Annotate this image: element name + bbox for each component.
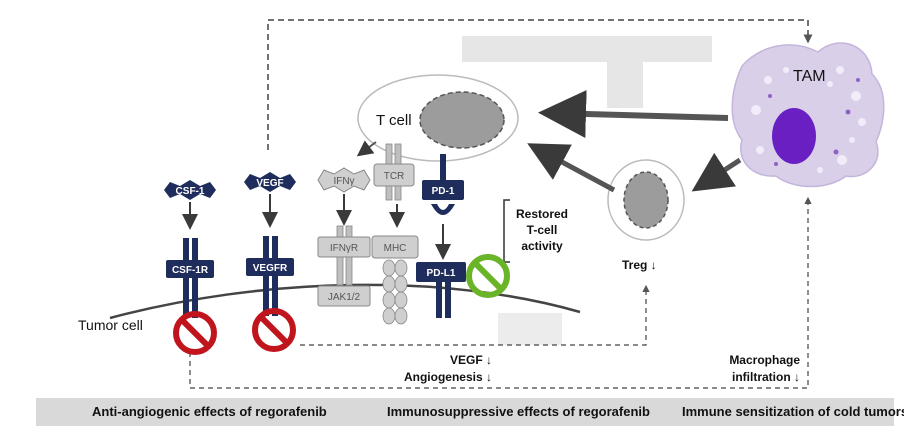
vegfr-receptor-box bbox=[246, 258, 294, 276]
gray-block-bottom bbox=[498, 313, 562, 345]
tam-label: TAM bbox=[793, 68, 826, 85]
csf1r-receptor-box bbox=[166, 260, 214, 278]
tcr-box bbox=[373, 163, 415, 187]
csf1r-stem-top-right bbox=[192, 238, 198, 262]
csf1r-stem-top-left bbox=[183, 238, 189, 262]
tam-granules bbox=[768, 78, 860, 166]
vegfr-label: VEGFR bbox=[253, 263, 288, 274]
macrophage-line-2: infiltration ↓ bbox=[732, 370, 800, 384]
pdl1-stem-left bbox=[436, 282, 442, 318]
restored-bracket bbox=[503, 199, 510, 263]
treg-label: Treg ↓ bbox=[622, 258, 657, 272]
pdl1-label: PD-L1 bbox=[427, 268, 456, 279]
footer-left-caption: Anti-angiogenic effects of regorafenib bbox=[92, 404, 327, 419]
vegf-label: VEGF bbox=[256, 178, 283, 189]
ifngr-stem-top-left bbox=[336, 225, 344, 239]
csf1-label: CSF-1 bbox=[176, 186, 205, 197]
jak-label: JAK1/2 bbox=[328, 292, 361, 303]
no-sign-pdl1-green-icon bbox=[466, 254, 510, 298]
pd1-label: PD-1 bbox=[432, 186, 455, 197]
no-sign-csf1r-icon bbox=[173, 311, 217, 355]
csf1-ligand bbox=[164, 180, 216, 200]
ifngr-receptor-box bbox=[317, 236, 371, 258]
tcr-stem-top-right bbox=[394, 143, 402, 165]
footer-band bbox=[36, 398, 894, 426]
macrophage-label: Macrophage infiltration ↓ bbox=[720, 352, 800, 386]
gray-block-mid bbox=[607, 62, 643, 108]
vegf-ligand bbox=[244, 172, 296, 192]
ifng-ligand bbox=[317, 167, 371, 193]
vegf-down-label: VEGF ↓ Angiogenesis ↓ bbox=[398, 352, 492, 386]
tcr-stem-top-left bbox=[385, 143, 393, 165]
pd1-cup bbox=[431, 204, 455, 215]
ifngr-label: IFNγR bbox=[330, 243, 358, 254]
tam-to-treg-arrow bbox=[691, 152, 742, 192]
no-sign-vegfr-icon bbox=[252, 308, 296, 352]
ifng-label: IFNγ bbox=[333, 176, 354, 187]
vegfr-stem-top-right bbox=[272, 236, 278, 260]
restored-line-2: T-cell bbox=[526, 223, 558, 237]
ifngr-stem-bottom-right bbox=[345, 256, 353, 286]
ifngr-stem-bottom-left bbox=[336, 256, 344, 286]
macrophage-line-1: Macrophage bbox=[729, 353, 800, 367]
treg-to-tcell-arrow bbox=[527, 143, 616, 193]
tcell-label: T cell bbox=[376, 112, 412, 129]
tumor-cell-label: Tumor cell bbox=[78, 317, 143, 333]
t-cell-nucleus bbox=[419, 91, 505, 149]
restored-line-3: activity bbox=[521, 239, 563, 253]
ifngr-stem-top-right bbox=[345, 225, 353, 239]
jak-box bbox=[317, 285, 371, 307]
pdl1-box bbox=[416, 262, 466, 282]
vegfr-stem-top-left bbox=[263, 236, 269, 260]
tam-to-tcell-arrow bbox=[538, 90, 729, 139]
footer-middle-caption: Immunosuppressive effects of regorafenib bbox=[387, 404, 650, 419]
csf1r-stem-bottom-right bbox=[192, 278, 198, 318]
macrophage-dashed-line bbox=[300, 284, 650, 346]
tcr-stem-bottom-left bbox=[385, 185, 393, 201]
pd1-box bbox=[422, 180, 464, 200]
footer-right-caption: Immune sensitization of cold tumors bbox=[682, 404, 904, 419]
tam-vacuoles bbox=[751, 66, 866, 173]
csf1r-label: CSF-1R bbox=[172, 265, 209, 276]
tcr-stem-bottom-right bbox=[394, 185, 402, 201]
vegfr-stem-bottom-left bbox=[263, 276, 269, 316]
top-dashed-loop bbox=[267, 19, 813, 150]
vegf-dashed-loop bbox=[189, 196, 812, 389]
restored-label: Restored T-cell activity bbox=[514, 206, 570, 254]
treg-nucleus bbox=[623, 171, 669, 229]
pdl1-stem-right bbox=[445, 282, 451, 318]
vegf-down-line-1: VEGF ↓ bbox=[449, 353, 492, 367]
pd1-stem bbox=[440, 154, 446, 180]
tcr-label: TCR bbox=[384, 171, 405, 182]
restored-line-1: Restored bbox=[515, 207, 568, 221]
csf1r-stem-bottom-left bbox=[183, 278, 189, 318]
mhc-label: MHC bbox=[384, 243, 407, 254]
gray-block-top bbox=[462, 36, 712, 62]
tcell-to-ifng-arrow bbox=[356, 140, 377, 157]
mhc-box bbox=[371, 235, 419, 259]
tam-nucleus bbox=[772, 108, 816, 164]
mhc-beads bbox=[382, 259, 408, 325]
vegfr-stem-bottom-right bbox=[272, 276, 278, 316]
vegf-down-line-2: Angiogenesis ↓ bbox=[403, 370, 492, 384]
